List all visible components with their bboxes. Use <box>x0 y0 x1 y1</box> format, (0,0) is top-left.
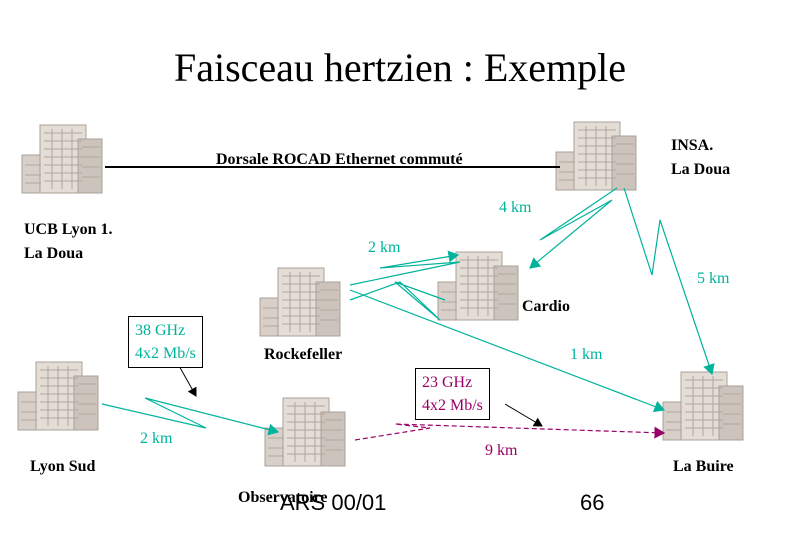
site-cardio-label: Cardio <box>522 298 570 315</box>
distance-lyonsud-obs: 2 km <box>140 430 173 447</box>
link-insa-buire <box>623 187 715 376</box>
site-insa-label: INSA.La Doua <box>671 137 731 178</box>
distance-obs-buire: 9 km <box>485 442 518 459</box>
distance-cardio-buire: 1 km <box>570 346 603 363</box>
site-la-buire-label: La Buire <box>673 458 734 475</box>
building-rockefeller-icon <box>259 267 341 337</box>
link-insa-cardio <box>529 187 618 269</box>
footer-course: ARS 00/01 <box>280 490 387 515</box>
site-lyon-sud-label: Lyon Sud <box>30 458 96 475</box>
link-cardio-buire <box>349 289 666 413</box>
backbone-label: Dorsale ROCAD Ethernet commuté <box>216 151 463 168</box>
site-rockefeller-label: Rockefeller <box>264 346 343 363</box>
building-lyon-sud-icon <box>17 361 99 431</box>
distance-rockefeller-cardio: 2 km <box>368 239 401 256</box>
callout-38ghz-pointer <box>177 363 197 397</box>
footer-page-number: 66 <box>580 490 605 515</box>
site-ucb-label: UCB Lyon 1.La Doua <box>24 221 113 262</box>
site-observatoire-label: Observatoire <box>238 489 328 506</box>
building-la-buire-icon <box>662 371 744 441</box>
link-lyonsud-obs <box>101 397 280 436</box>
link-rockefeller-cardio <box>349 250 461 286</box>
link-obs-buire <box>354 423 666 441</box>
building-insa-icon <box>555 121 637 191</box>
link-rockefeller-zigzag <box>349 281 446 321</box>
callout-23ghz-pointer <box>504 403 543 427</box>
distance-insa-buire: 5 km <box>697 270 730 287</box>
slide-title: Faisceau hertzien : Exemple <box>173 45 627 90</box>
building-ucb-icon <box>21 124 103 194</box>
distance-insa-cardio: 4 km <box>499 199 532 216</box>
